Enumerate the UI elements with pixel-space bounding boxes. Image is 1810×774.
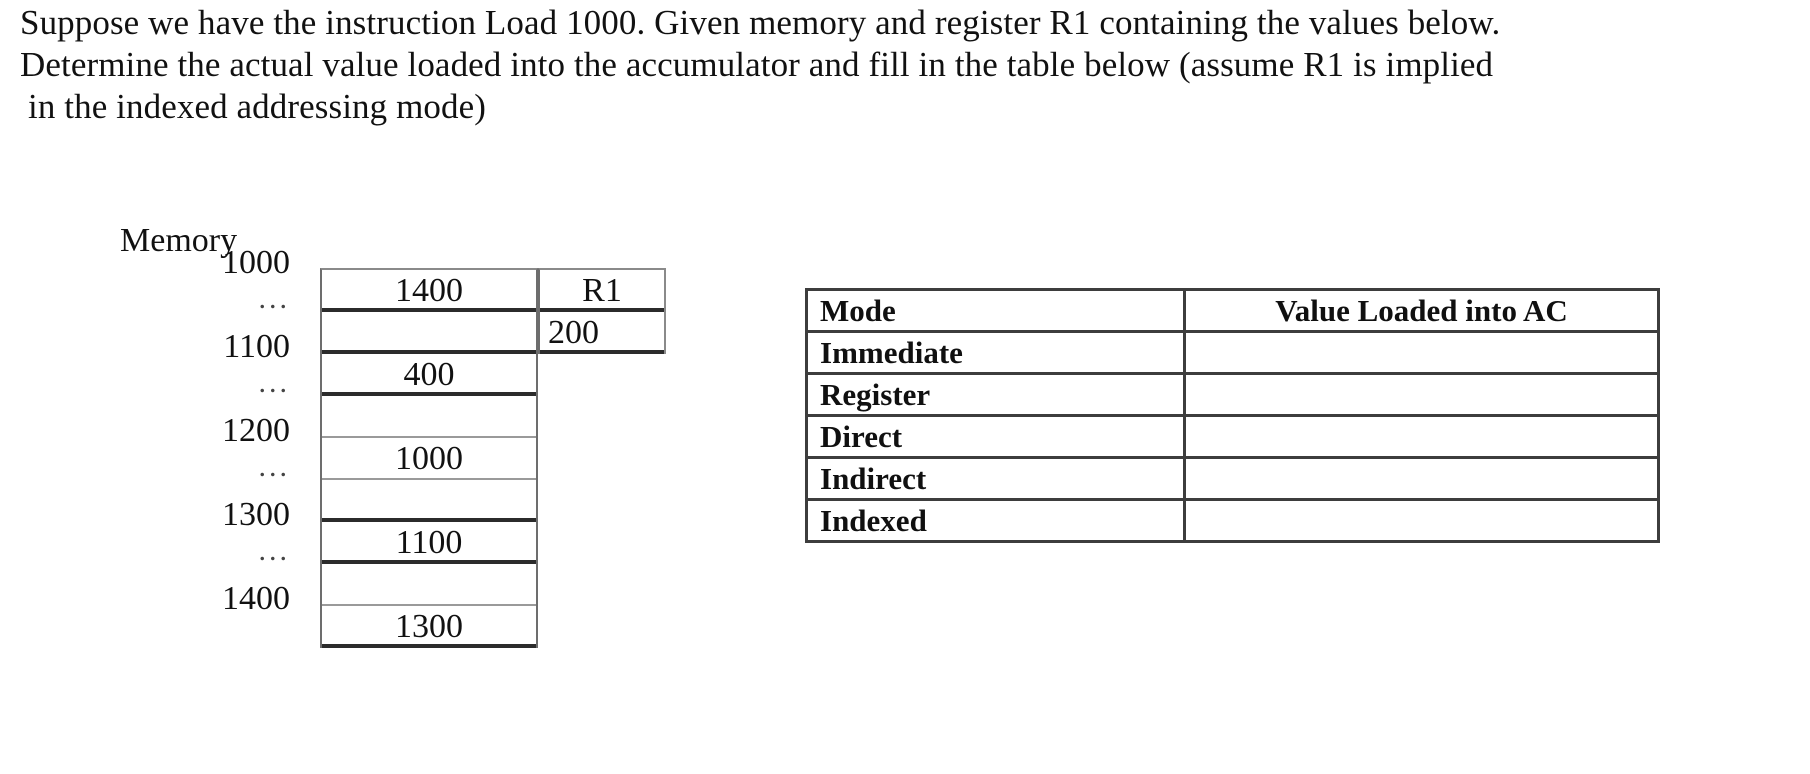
mode-indirect: Indirect [805,456,1186,501]
memory-address-label: 1100 [223,328,290,365]
value-immediate[interactable] [1183,330,1660,375]
memory-address-label: 1300 [222,496,290,533]
question-prompt: Suppose we have the instruction Load 100… [20,2,1800,128]
table-row: Indexed [805,498,1660,543]
memory-address-ellipsis: ... [258,366,290,399]
register-r1-label: R1 [540,270,664,312]
prompt-line-3: in the indexed addressing mode) [28,87,486,126]
memory-cell-gap [322,564,536,606]
memory-cell: 1400 [322,270,536,312]
table-row: Direct [805,414,1660,459]
mode-register: Register [805,372,1186,417]
header-value-loaded: Value Loaded into AC [1183,288,1660,333]
memory-caption: Memory [120,222,238,259]
memory-address-label: 1200 [222,412,290,449]
memory-address-label: 1000 [222,244,290,281]
addressing-modes-table: Mode Value Loaded into AC Immediate Regi… [805,288,1660,543]
value-indirect[interactable] [1183,456,1660,501]
memory-cell: 1000 [322,438,536,480]
memory-cell-gap [322,396,536,438]
memory-cell-column: 1400 400 1000 1100 1300 [320,268,538,648]
table-header-row: Mode Value Loaded into AC [805,288,1660,333]
mode-indexed: Indexed [805,498,1186,543]
value-indexed[interactable] [1183,498,1660,543]
mode-direct: Direct [805,414,1186,459]
memory-cell-gap [322,312,536,354]
register-r1-value: 200 [540,312,664,354]
memory-address-ellipsis: ... [258,450,290,483]
memory-cell: 1300 [322,606,536,648]
value-direct[interactable] [1183,414,1660,459]
mode-immediate: Immediate [805,330,1186,375]
memory-address-label: 1400 [222,580,290,617]
table-row: Indirect [805,456,1660,501]
memory-address-column: 1000 ... 1100 ... 1200 ... 1300 ... 1400 [120,242,300,620]
value-register[interactable] [1183,372,1660,417]
memory-diagram: Memory 1000 ... 1100 ... 1200 ... 1300 .… [120,222,680,722]
prompt-line-2: Determine the actual value loaded into t… [20,45,1494,84]
prompt-line-1: Suppose we have the instruction Load 100… [20,3,1501,42]
memory-cell-gap [322,480,536,522]
memory-address-ellipsis: ... [258,534,290,567]
header-mode: Mode [805,288,1186,333]
table-row: Immediate [805,330,1660,375]
memory-cell: 1100 [322,522,536,564]
memory-address-ellipsis: ... [258,282,290,315]
register-r1-box: R1 200 [538,268,666,354]
memory-cell: 400 [322,354,536,396]
table-row: Register [805,372,1660,417]
